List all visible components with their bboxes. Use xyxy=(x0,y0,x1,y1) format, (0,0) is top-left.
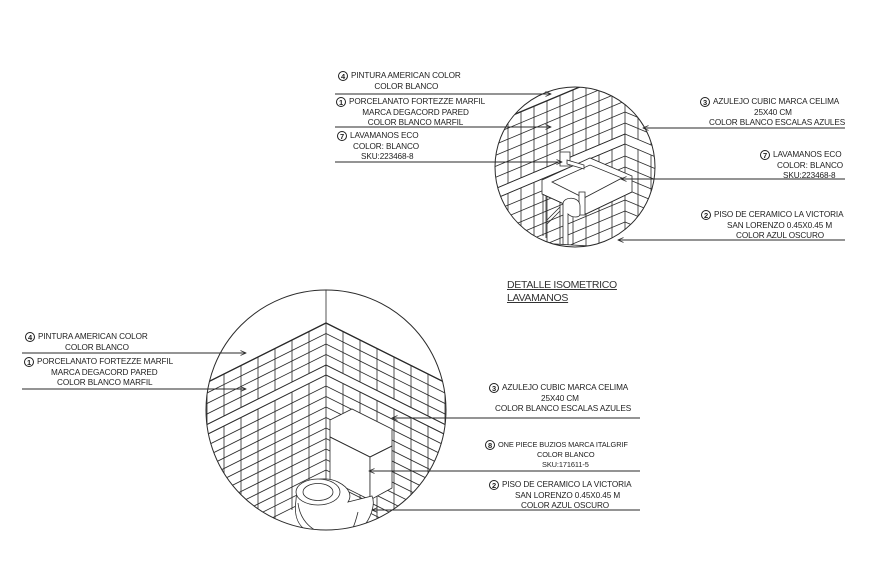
label-line: COLOR: BLANCO xyxy=(777,160,844,170)
label-line: SKU:171611-5 xyxy=(542,459,589,469)
label-line: PORCELANATO FORTEZZE MARFIL xyxy=(37,357,174,366)
callout-number-badge: 2 xyxy=(701,210,711,220)
label-line: COLOR BLANCO xyxy=(65,342,129,352)
label-line: 25X40 CM xyxy=(754,107,792,117)
detail-title: DETALLE ISOMETRICO LAVAMANOS xyxy=(507,279,617,304)
label-line: SAN LORENZO 0.45X0.45 M xyxy=(727,220,833,230)
callout-number-badge: 2 xyxy=(489,480,499,490)
label-line: PISO DE CERAMICO LA VICTORIA xyxy=(714,210,844,219)
callout-number-badge: 4 xyxy=(25,332,35,342)
label-line: SKU:223468-8 xyxy=(783,171,836,180)
label-line: SKU:223468-8 xyxy=(361,152,414,161)
callout-number-badge: 8 xyxy=(485,440,495,450)
detail-title-line2: LAVAMANOS xyxy=(507,291,569,304)
callout-number-badge: 3 xyxy=(700,97,710,107)
label-line: COLOR BLANCO xyxy=(374,81,439,91)
label-line: COLOR BLANCO MARFIL xyxy=(367,118,464,127)
label-line: 25X40 CM xyxy=(541,393,579,403)
label-line: LAVAMANOS ECO xyxy=(773,150,842,159)
detail-title-line1: DETALLE ISOMETRICO xyxy=(507,279,617,291)
label-line: COLOR: BLANCO xyxy=(353,141,420,151)
label-line: ONE PIECE BUZIOS MARCA ITALGRIF xyxy=(498,440,628,449)
label-line: SAN LORENZO 0.45X0.45 M xyxy=(515,490,621,500)
label-line: MARCA DEGACORD PARED xyxy=(362,107,469,117)
toilet-detail-circle xyxy=(205,289,447,531)
label-line: COLOR BLANCO MARFIL xyxy=(57,378,153,387)
callout-number-badge: 1 xyxy=(24,357,34,367)
label-line: COLOR BLANCO xyxy=(537,450,595,459)
toilet-leader-lines xyxy=(22,353,640,510)
label-line: PORCELANATO FORTEZZE MARFIL xyxy=(349,97,486,106)
label-line: COLOR BLANCO ESCALAS AZULES xyxy=(495,404,632,413)
label-line: AZULEJO CUBIC MARCA CELIMA xyxy=(713,97,840,106)
label-line: PINTURA AMERICAN COLOR xyxy=(38,332,148,341)
label-line: MARCA DEGACORD PARED xyxy=(51,367,158,377)
callout-number-badge: 7 xyxy=(760,150,770,160)
sink-leader-lines xyxy=(335,94,845,240)
label-line: AZULEJO CUBIC MARCA CELIMA xyxy=(502,383,629,392)
label-line: COLOR AZUL OSCURO xyxy=(521,501,610,510)
toilet-wall-tiles xyxy=(206,290,446,530)
label-line: COLOR AZUL OSCURO xyxy=(736,231,825,240)
callout-number-badge: 3 xyxy=(489,383,499,393)
label-line: LAVAMANOS ECO xyxy=(350,131,419,140)
callout-number-badge: 1 xyxy=(336,97,346,107)
callout-number-badge: 7 xyxy=(337,131,347,141)
label-line: COLOR BLANCO ESCALAS AZULES xyxy=(709,118,846,127)
callout-number-badge: 4 xyxy=(338,71,348,81)
label-line: PISO DE CERAMICO LA VICTORIA xyxy=(502,480,632,489)
label-line: PINTURA AMERICAN COLOR xyxy=(351,71,461,80)
